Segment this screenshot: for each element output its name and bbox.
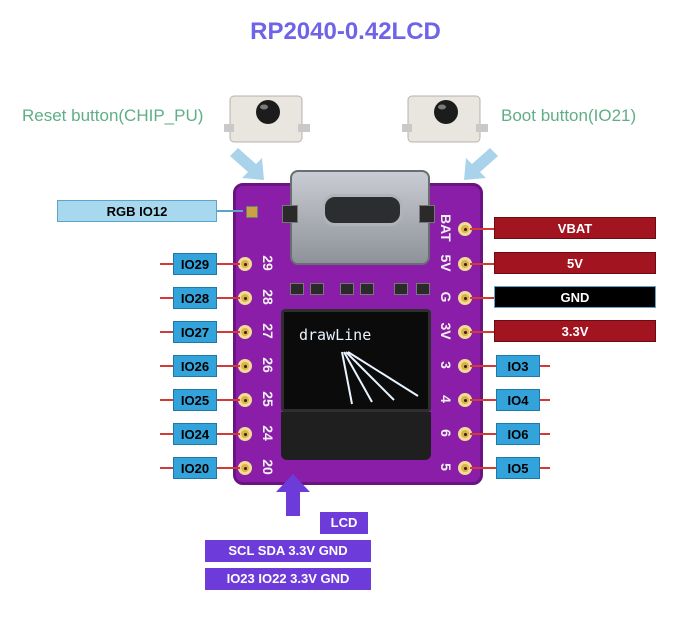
label-io25: IO25 [173, 389, 217, 411]
usb-c-port [322, 194, 403, 226]
smd-component [340, 283, 354, 295]
label-io27: IO27 [173, 321, 217, 343]
rgb-led [246, 206, 258, 218]
silk-6: 6 [438, 429, 454, 437]
smd-component [310, 283, 324, 295]
boot-button-image [402, 95, 488, 143]
label-5v: 5V [494, 252, 656, 274]
label-io28: IO28 [173, 287, 217, 309]
leader-line [470, 297, 496, 299]
label-gnd: GND [494, 286, 656, 308]
leader-line [470, 263, 496, 265]
silk-29: 29 [260, 255, 276, 271]
label-3v3: 3.3V [494, 320, 656, 342]
pad-io29 [238, 257, 252, 271]
silk-20: 20 [260, 459, 276, 475]
pad-io27 [238, 325, 252, 339]
smd-component [419, 205, 435, 223]
lcd-io-label: IO23 IO22 3.3V GND [205, 568, 371, 590]
silk-26: 26 [260, 357, 276, 373]
silk-25: 25 [260, 391, 276, 407]
pad-io24 [238, 427, 252, 441]
silk-5v: 5V [438, 254, 454, 272]
oled-lines [341, 351, 419, 405]
boot-button-caption: Boot button(IO21) [501, 106, 637, 125]
smd-component [394, 283, 408, 295]
boot-arrow-icon [464, 148, 498, 180]
leader-line [470, 331, 496, 333]
label-vbat: VBAT [494, 217, 656, 239]
silk-5: 5 [438, 463, 454, 471]
label-io3: IO3 [496, 355, 540, 377]
smd-component [282, 205, 298, 223]
silk-24: 24 [260, 425, 276, 441]
label-io29: IO29 [173, 253, 217, 275]
rgb-label: RGB IO12 [57, 200, 217, 222]
usb-c-connector [290, 170, 430, 265]
smd-component [416, 283, 430, 295]
lcd-pins-label: SCL SDA 3.3V GND [205, 540, 371, 562]
label-io4: IO4 [496, 389, 540, 411]
lcd-up-arrow-icon [276, 474, 310, 516]
silk-3: 3 [438, 361, 454, 369]
pad-io26 [238, 359, 252, 373]
oled-display: drawLine [281, 309, 431, 412]
reset-button-image [224, 95, 310, 143]
reset-button-caption: Reset button(CHIP_PU) [22, 106, 204, 125]
silk-27: 27 [260, 323, 276, 339]
label-io5: IO5 [496, 457, 540, 479]
silk-bat: BAT [438, 214, 454, 242]
silk-4: 4 [438, 395, 454, 403]
lcd-label: LCD [320, 512, 368, 534]
smd-component [360, 283, 374, 295]
leader-line [470, 228, 496, 230]
oled-text: drawLine [299, 326, 372, 344]
label-io24: IO24 [173, 423, 217, 445]
rgb-leader-line [217, 210, 243, 212]
pad-io20 [238, 461, 252, 475]
pad-io25 [238, 393, 252, 407]
lcd-ribbon-cable [281, 412, 431, 460]
label-io6: IO6 [496, 423, 540, 445]
reset-arrow-icon [230, 148, 264, 180]
label-io26: IO26 [173, 355, 217, 377]
silk-3v: 3V [438, 322, 454, 340]
silk-28: 28 [260, 289, 276, 305]
page-title: RP2040-0.42LCD [250, 18, 441, 45]
pad-io28 [238, 291, 252, 305]
silk-g: G [438, 291, 454, 303]
label-io20: IO20 [173, 457, 217, 479]
smd-component [290, 283, 304, 295]
